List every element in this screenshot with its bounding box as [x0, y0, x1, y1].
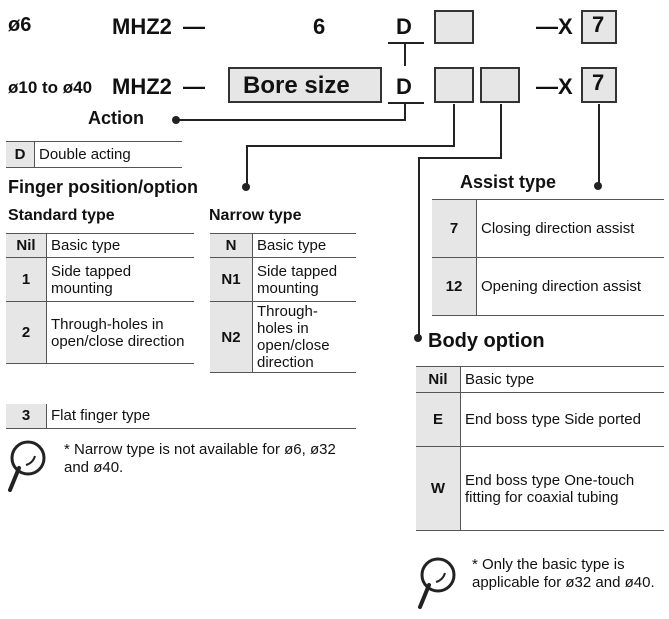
body-code: W [416, 446, 461, 531]
action-title: Action [88, 108, 144, 128]
connector-body-h [418, 157, 502, 159]
magnifier-icon [8, 440, 46, 492]
finger-box-small [434, 10, 474, 44]
assist-title: Assist type [460, 172, 557, 192]
finger-dot [242, 183, 250, 191]
bore-code-small: 6 [313, 14, 326, 39]
assist-label: Closing direction assist [481, 220, 635, 237]
assist-code: 12 [432, 257, 477, 316]
connector-action-v [404, 104, 406, 120]
body-title: Body option [428, 330, 545, 352]
action-code-small: D [396, 14, 412, 39]
body-label: End boss type One-touch fitting for coax… [465, 471, 635, 506]
bore-size-box [228, 67, 382, 103]
assist-box-large [581, 67, 617, 103]
narrow-code: N [210, 233, 253, 258]
action-code-large: D [396, 74, 412, 99]
connector-body-v1 [500, 104, 502, 158]
connector-finger-h [246, 145, 455, 147]
body-label: End boss type Side ported [465, 411, 641, 428]
body-dot [414, 334, 422, 342]
narrow-code: N2 [210, 301, 253, 373]
connector-assist-v [598, 104, 600, 186]
body-code: Nil [416, 366, 461, 393]
standard-code: 1 [6, 257, 47, 302]
standard-code: Nil [6, 233, 47, 258]
x-label-large: —X [536, 74, 573, 99]
assist-dot [594, 182, 602, 190]
size-label-small: ø6 [8, 14, 32, 36]
size-label-large: ø10 to ø40 [8, 78, 93, 97]
bore-size-label: Bore size [243, 72, 350, 99]
assist-code: 7 [432, 199, 477, 258]
standard-label: Basic type [51, 237, 121, 254]
narrow-label: Through-holes in open/close direction [257, 303, 330, 371]
action-code: D [6, 141, 35, 168]
finger-title: Finger position/option [8, 177, 198, 197]
narrow-label: Basic type [257, 237, 327, 254]
narrow-type-title: Narrow type [209, 207, 302, 224]
connector-finger-down [246, 145, 248, 185]
standard-label: Through-holes in open/close direction [51, 315, 185, 350]
connector-finger-v [453, 104, 455, 146]
body-label: Basic type [465, 371, 535, 388]
underline-small [388, 42, 424, 44]
magnifier-icon [418, 557, 456, 609]
assist-code-small: 7 [592, 12, 605, 37]
body-code: E [416, 392, 461, 447]
standard-code: 2 [6, 301, 47, 364]
action-dot [172, 116, 180, 124]
finger-box-large [434, 67, 474, 103]
standard-label: Side tapped mounting [51, 262, 132, 297]
body-note: * Only the basic type is applicable for … [472, 556, 655, 591]
dash-small: — [183, 14, 205, 39]
assist-code-large: 7 [592, 70, 605, 95]
model-code-large: MHZ2 [112, 74, 172, 99]
finger-note: * Narrow type is not available for ø6, ø… [64, 441, 336, 476]
connector-action-h [176, 119, 406, 121]
flat-code: 3 [6, 404, 47, 428]
standard-type-title: Standard type [8, 207, 115, 224]
underline-large [388, 102, 424, 104]
model-code-small: MHZ2 [112, 14, 172, 39]
assist-box-small [581, 10, 617, 44]
body-box-large [480, 67, 520, 103]
connector-body-v2 [418, 157, 420, 335]
dash-large: — [183, 74, 205, 99]
action-label: Double acting [39, 146, 131, 163]
connector-d [404, 44, 406, 66]
narrow-label: Side tapped mounting [257, 262, 338, 297]
x-label-small: —X [536, 14, 573, 39]
flat-label: Flat finger type [51, 407, 151, 425]
assist-label: Opening direction assist [481, 278, 642, 295]
narrow-code: N1 [210, 257, 253, 302]
